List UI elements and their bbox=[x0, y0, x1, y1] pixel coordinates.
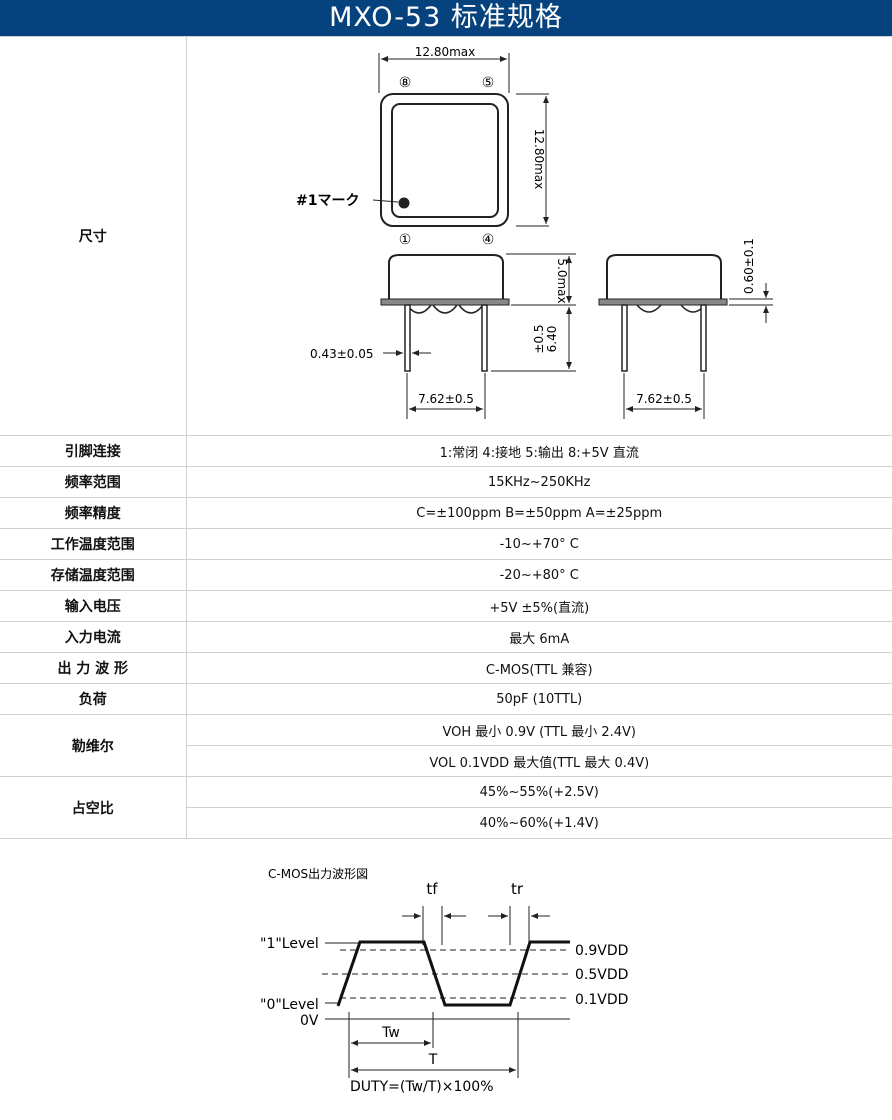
spec-row: 工作温度范围 -10~+70° C bbox=[0, 528, 892, 560]
spec-label: 频率精度 bbox=[0, 497, 187, 529]
duty-value-2: 40%~60%(+1.4V) bbox=[186, 807, 892, 839]
waveform-title: C-MOS出力波形図 bbox=[268, 867, 368, 881]
pin-length-label-b: ±0.5 bbox=[532, 324, 546, 353]
spec-table: 尺寸 bbox=[0, 36, 892, 839]
v09-label: 0.9VDD bbox=[575, 943, 628, 959]
spec-row: 输入电压 +5V ±5%(直流) bbox=[0, 590, 892, 622]
duty-value-1: 45%~55%(+2.5V) bbox=[186, 776, 892, 808]
v01-label: 0.1VDD bbox=[575, 992, 628, 1008]
voh-value: VOH 最小 0.9V (TTL 最小 2.4V) bbox=[186, 714, 892, 746]
top-view bbox=[378, 53, 549, 227]
spec-value: 15KHz~250KHz bbox=[186, 466, 892, 498]
spec-row: 频率精度 C=±100ppm B=±50ppm A=±25ppm bbox=[0, 497, 892, 529]
pin-1-label: ① bbox=[398, 232, 411, 248]
spec-label: 引脚连接 bbox=[0, 435, 187, 467]
pin-8-label: ⑧ bbox=[398, 75, 411, 91]
pin-length-label-a: 6.40 bbox=[545, 326, 559, 353]
spec-value: C=±100ppm B=±50ppm A=±25ppm bbox=[186, 497, 892, 529]
standoff-label: 0.60±0.1 bbox=[742, 238, 756, 294]
spec-row: 引脚连接 1:常闭 4:接地 5:输出 8:+5V 直流 bbox=[0, 435, 892, 467]
timing-markers bbox=[402, 906, 550, 945]
mark-label: #1マーク bbox=[296, 193, 359, 209]
t-label: T bbox=[428, 1052, 438, 1068]
spec-row: 入力电流 最大 6mA bbox=[0, 621, 892, 653]
spec-label: 频率范围 bbox=[0, 466, 187, 498]
dimension-drawing: 12.80max 12.80max ⑧ ⑤ ① ④ #1マーク bbox=[296, 45, 773, 419]
tw-label: Tw bbox=[381, 1025, 400, 1041]
pin-pitch-label-2: 7.62±0.5 bbox=[636, 392, 692, 406]
level-label: 勒维尔 bbox=[0, 714, 187, 777]
level-row: 勒维尔 VOH 最小 0.9V (TTL 最小 2.4V) bbox=[0, 714, 892, 777]
spec-value: 最大 6mA bbox=[186, 621, 892, 653]
duty-label: 占空比 bbox=[0, 776, 187, 839]
vol-value: VOL 0.1VDD 最大值(TTL 最大 0.4V) bbox=[186, 745, 892, 777]
spec-value: C-MOS(TTL 兼容) bbox=[186, 652, 892, 684]
pin-4-label: ④ bbox=[481, 232, 494, 248]
spec-row: 出 力 波 形 C-MOS(TTL 兼容) bbox=[0, 652, 892, 684]
level-lines bbox=[322, 942, 570, 1020]
tr-label: tr bbox=[511, 880, 524, 898]
dimension-label: 尺寸 bbox=[0, 36, 187, 436]
spec-row: 负荷 50pF (10TTL) bbox=[0, 683, 892, 715]
dimension-drawing-cell: 12.80max 12.80max ⑧ ⑤ ① ④ #1マーク bbox=[186, 36, 892, 436]
tf-label: tf bbox=[426, 880, 438, 898]
width-dim-label: 12.80max bbox=[414, 45, 475, 59]
pin-dia-label: 0.43±0.05 bbox=[310, 347, 374, 361]
spec-row: 存储温度范围 -20~+80° C bbox=[0, 559, 892, 591]
height-dim-label: 12.80max bbox=[532, 129, 546, 190]
spec-value: 1:常闭 4:接地 5:输出 8:+5V 直流 bbox=[186, 435, 892, 467]
spec-label: 存储温度范围 bbox=[0, 559, 187, 591]
waveform-diagram: C-MOS出力波形図 tf tr "1"Level "0"Level 0V bbox=[0, 842, 892, 1120]
spec-label: 负荷 bbox=[0, 683, 187, 715]
level-0-label: "0"Level bbox=[260, 997, 319, 1013]
duty-row: 占空比 45%~55%(+2.5V) bbox=[0, 776, 892, 839]
duty-formula: DUTY=(Tw/T)×100% bbox=[350, 1079, 494, 1095]
pin-5-label: ⑤ bbox=[481, 75, 494, 91]
spec-row: 频率范围 15KHz~250KHz bbox=[0, 466, 892, 498]
side-view-right bbox=[598, 254, 773, 419]
spec-value: 50pF (10TTL) bbox=[186, 683, 892, 715]
ov-label: 0V bbox=[300, 1013, 319, 1029]
spec-value: -10~+70° C bbox=[186, 528, 892, 560]
spec-value: -20~+80° C bbox=[186, 559, 892, 591]
waveform-svg: C-MOS出力波形図 tf tr "1"Level "0"Level 0V bbox=[260, 867, 628, 1095]
spec-label: 入力电流 bbox=[0, 621, 187, 653]
side-view-left bbox=[380, 253, 576, 419]
spec-value: +5V ±5%(直流) bbox=[186, 590, 892, 622]
duty-row: 40%~60%(+1.4V) bbox=[0, 807, 892, 839]
dimension-row: 尺寸 bbox=[0, 36, 892, 436]
level-1-label: "1"Level bbox=[260, 936, 319, 952]
body-height-label: 5.0max bbox=[555, 258, 569, 303]
period-markers bbox=[348, 1012, 519, 1078]
page-title: MXO-53 标准规格 bbox=[0, 0, 892, 36]
spec-label: 工作温度范围 bbox=[0, 528, 187, 560]
v05-label: 0.5VDD bbox=[575, 967, 628, 983]
spec-label: 输入电压 bbox=[0, 590, 187, 622]
pin-pitch-label-1: 7.62±0.5 bbox=[418, 392, 474, 406]
waveform-trace bbox=[336, 940, 570, 1007]
spec-label: 出 力 波 形 bbox=[0, 652, 187, 684]
